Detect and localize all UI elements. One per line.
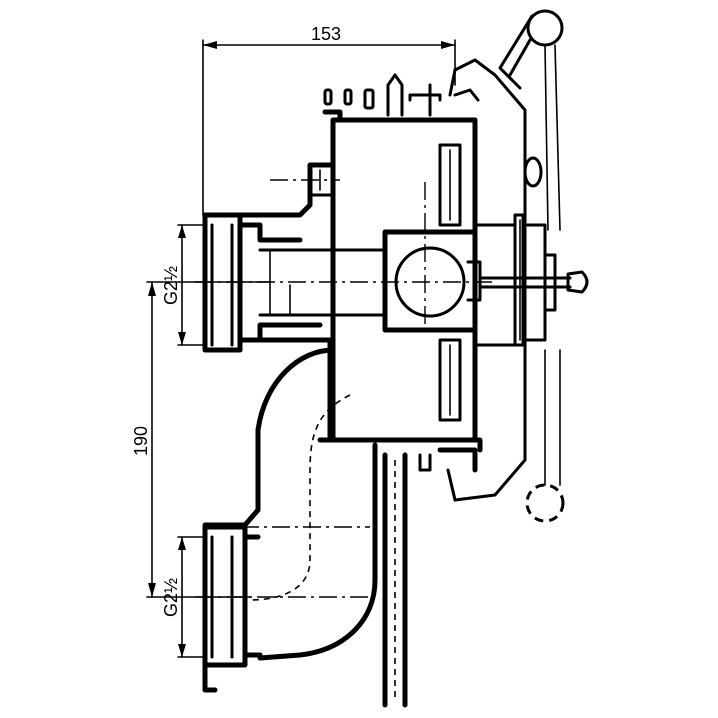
thread-bottom-label: G2½ bbox=[161, 578, 181, 617]
spindle-handle bbox=[473, 213, 589, 347]
dimension-width: 153 bbox=[202, 24, 456, 216]
cover-plate bbox=[446, 58, 543, 502]
extension-tube bbox=[382, 452, 432, 708]
dimension-thread-bottom: G2½ bbox=[161, 536, 206, 658]
dimension-width-label: 153 bbox=[311, 24, 341, 44]
handle-lever bbox=[498, 9, 565, 523]
top-screws bbox=[323, 73, 480, 117]
dimension-thread-top: G2½ bbox=[161, 224, 206, 346]
cartridge bbox=[382, 229, 482, 333]
centerlines bbox=[195, 179, 495, 598]
bottom-inlet-fitting bbox=[202, 524, 263, 693]
top-inlet-fitting bbox=[202, 212, 387, 353]
valve-body bbox=[317, 109, 483, 473]
thread-top-label: G2½ bbox=[161, 266, 181, 305]
dimension-height: 190 bbox=[131, 281, 271, 598]
upper-nipple bbox=[202, 162, 336, 218]
dimension-height-label: 190 bbox=[131, 426, 151, 456]
lower-elbow bbox=[202, 337, 378, 661]
